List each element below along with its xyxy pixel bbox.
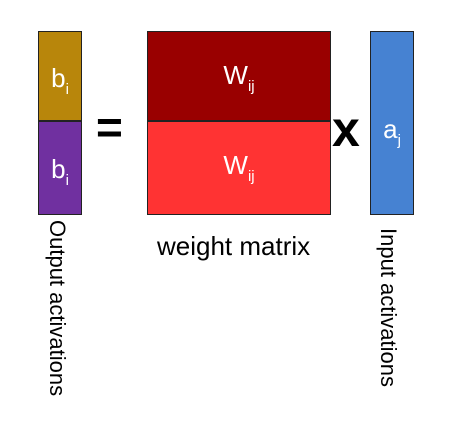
weight-bottom-subscript: ij <box>247 168 255 185</box>
input-label: aj <box>371 114 413 148</box>
weight-matrix-top-cell: Wij <box>147 31 331 121</box>
weight-top-subscript: ij <box>247 78 255 95</box>
output-vector-bottom-cell: bi <box>38 121 82 215</box>
times-sign: x <box>332 101 360 157</box>
weight-matrix-caption: weight matrix <box>157 231 311 261</box>
input-activations-caption: Input activations <box>376 228 401 387</box>
input-subscript: j <box>397 132 401 149</box>
equals-sign: = <box>96 101 123 153</box>
input-vector-cell: aj <box>370 31 414 215</box>
weight-matrix-bottom-cell: Wij <box>147 121 331 215</box>
weight-bottom-label: Wij <box>148 150 330 184</box>
output-bottom-base: b <box>51 154 66 184</box>
output-bottom-subscript: i <box>65 172 69 189</box>
output-vector-top-cell: bi <box>38 31 82 121</box>
weight-bottom-base: W <box>223 150 248 180</box>
output-top-base: b <box>51 63 66 93</box>
output-top-subscript: i <box>65 81 69 98</box>
output-activations-caption: Output activations <box>45 220 70 397</box>
input-base: a <box>383 114 398 144</box>
weight-top-base: W <box>223 60 248 90</box>
output-bottom-label: bi <box>39 154 81 188</box>
output-top-label: bi <box>39 63 81 97</box>
weight-top-label: Wij <box>148 60 330 94</box>
